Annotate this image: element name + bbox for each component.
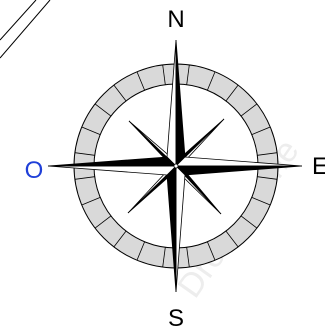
corner-line-2 — [0, 0, 50, 58]
east-label: E — [312, 153, 325, 180]
west-label: O — [25, 157, 44, 184]
corner-line-1 — [0, 0, 36, 40]
compass-center — [174, 164, 178, 168]
north-label: N — [167, 6, 184, 33]
south-label: S — [168, 305, 184, 331]
